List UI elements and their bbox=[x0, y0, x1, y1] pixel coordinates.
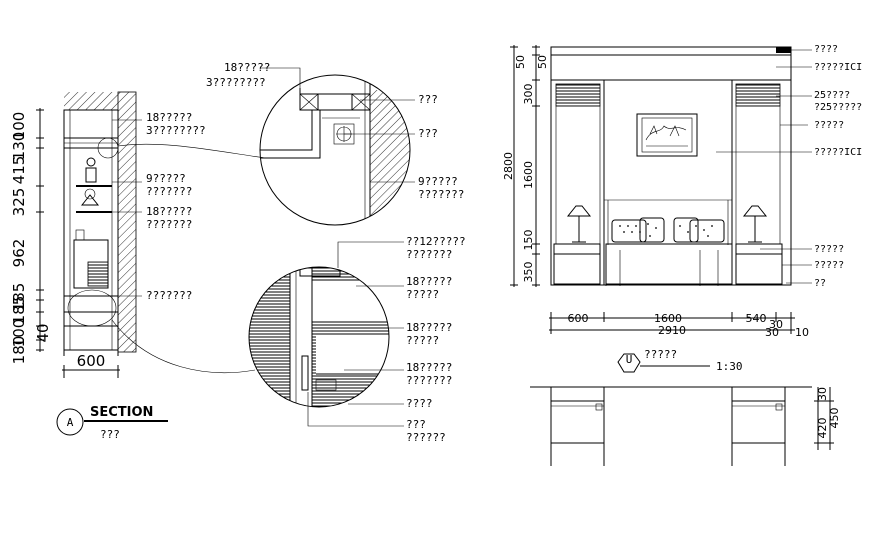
plan-dim-420: 420 bbox=[816, 418, 829, 439]
detail-bottom: ??12????? ??????? 18????? ????? 18????? … bbox=[248, 235, 466, 444]
el-label-4: ?25????? bbox=[814, 102, 862, 113]
plant-vase bbox=[80, 194, 100, 206]
plan-view: 30 420 450 bbox=[530, 386, 841, 466]
dim-40: 40 bbox=[34, 323, 52, 342]
sec-label-4: ??????? bbox=[146, 185, 192, 198]
dt-label-2: 3???????? bbox=[206, 76, 266, 89]
el-label-6: ?????ICI bbox=[814, 147, 862, 158]
sec-label-2: 3???????? bbox=[146, 124, 206, 137]
section-marker-circle bbox=[56, 408, 84, 436]
sec-label-5: 18????? bbox=[146, 205, 192, 218]
db-label-1: ??12????? bbox=[406, 235, 466, 248]
db-label-2: ??????? bbox=[406, 248, 452, 261]
dim-180: 180 bbox=[10, 336, 28, 365]
dim-415: 415 bbox=[10, 156, 28, 185]
section-title: SECTION bbox=[90, 405, 153, 420]
dim-185: 185 bbox=[10, 283, 28, 312]
detail-callout-bottom bbox=[67, 289, 117, 327]
dt-label-4: ??? bbox=[418, 127, 438, 140]
el-label-3: 25???? bbox=[814, 90, 850, 101]
el-label-8: ????? bbox=[814, 260, 844, 271]
left-louver bbox=[555, 83, 601, 107]
wall-hatch bbox=[117, 91, 137, 353]
bed bbox=[605, 243, 733, 285]
dt-label-3: ??? bbox=[418, 93, 438, 106]
dim-185b: 185 bbox=[10, 296, 28, 325]
el-dim-2910: 2910 bbox=[658, 324, 686, 337]
db-label-7: 18????? bbox=[406, 361, 452, 374]
el-dim-350: 350 bbox=[522, 262, 535, 283]
el-dim-30b: 30 bbox=[765, 326, 779, 339]
el-label-9: ?? bbox=[814, 278, 826, 289]
dim-600: 600 bbox=[77, 352, 106, 370]
dt-label-5: 9????? bbox=[418, 175, 458, 188]
el-dim-540: 540 bbox=[746, 312, 767, 325]
el-dim-150: 150 bbox=[522, 230, 535, 251]
db-label-9: ???? bbox=[406, 397, 433, 410]
db-label-4: ????? bbox=[406, 288, 439, 301]
sec-label-3: 9????? bbox=[146, 172, 186, 185]
plan-dim-450: 450 bbox=[828, 408, 841, 429]
detail-top: 18????? 3???????? ??? ??? 9????? ??????? bbox=[206, 61, 464, 226]
dim-100b: 100 bbox=[10, 319, 28, 348]
el-dim-50b: 50 bbox=[536, 55, 549, 69]
dt-label-6: ??????? bbox=[418, 188, 464, 201]
elevation-view: 50 50 300 1600 2800 150 350 ???? ?????IC… bbox=[502, 44, 862, 373]
wall-painting bbox=[636, 113, 698, 157]
dim-130: 130 bbox=[10, 132, 28, 161]
section-marker: A bbox=[67, 416, 74, 429]
el-label-2: ?????ICI bbox=[814, 62, 862, 73]
el-dim-1600h: 1600 bbox=[654, 312, 682, 325]
left-lamp bbox=[566, 205, 592, 217]
right-lamp bbox=[742, 205, 768, 217]
pillow-1 bbox=[611, 219, 647, 243]
el-dim-1600: 1600 bbox=[522, 161, 535, 189]
el-dim-10: 10 bbox=[795, 326, 809, 339]
pillow-4 bbox=[689, 219, 725, 243]
el-dim-50a: 50 bbox=[514, 55, 527, 69]
plan-dim-30: 30 bbox=[816, 387, 829, 401]
db-label-10: ??? bbox=[406, 418, 426, 431]
section-subtitle: ??? bbox=[100, 428, 120, 441]
section-view: 100 415 130 325 962 185 100 185 180 40 6… bbox=[10, 91, 266, 441]
detail-bottom-circle bbox=[248, 266, 390, 408]
base-drawer bbox=[63, 295, 119, 313]
left-nightstand bbox=[553, 243, 601, 255]
pillow-2 bbox=[639, 217, 665, 243]
db-label-8: ??????? bbox=[406, 374, 452, 387]
plan-nightstand-left bbox=[550, 400, 605, 444]
sec-label-1: 18????? bbox=[146, 111, 192, 124]
el-dim-600: 600 bbox=[568, 312, 589, 325]
pillow-3 bbox=[673, 217, 699, 243]
db-label-11: ?????? bbox=[406, 431, 446, 444]
el-label-5: ????? bbox=[814, 120, 844, 131]
dt-label-1: 18????? bbox=[224, 61, 270, 74]
dim-100: 100 bbox=[10, 112, 28, 141]
plan-nightstand-right bbox=[731, 400, 786, 444]
el-dim-30a: 30 bbox=[769, 318, 783, 331]
ceiling-hatch bbox=[64, 92, 118, 110]
elevation-scale: 1:30 bbox=[716, 360, 743, 373]
el-label-1: ???? bbox=[814, 44, 838, 55]
photo-frame bbox=[85, 167, 97, 183]
db-label-3: 18????? bbox=[406, 275, 452, 288]
detail-top-circle bbox=[259, 74, 411, 226]
dim-325: 325 bbox=[10, 188, 28, 217]
cabinet-outline bbox=[63, 109, 119, 351]
right-louver bbox=[735, 83, 781, 107]
db-label-5: 18????? bbox=[406, 321, 452, 334]
detail-callout-top bbox=[97, 137, 119, 159]
elevation-marker-shape bbox=[617, 353, 641, 373]
elevation-frame bbox=[550, 46, 792, 286]
el-dim-2800: 2800 bbox=[502, 152, 515, 180]
sec-label-6: ??????? bbox=[146, 218, 192, 231]
elevation-marker-label: ????? bbox=[644, 348, 677, 361]
sec-label-7: ??????? bbox=[146, 289, 192, 302]
db-label-6: ????? bbox=[406, 334, 439, 347]
elevation-marker: U bbox=[626, 353, 633, 366]
el-label-7: ????? bbox=[814, 244, 844, 255]
dim-962: 962 bbox=[10, 239, 28, 268]
el-dim-300: 300 bbox=[522, 84, 535, 105]
